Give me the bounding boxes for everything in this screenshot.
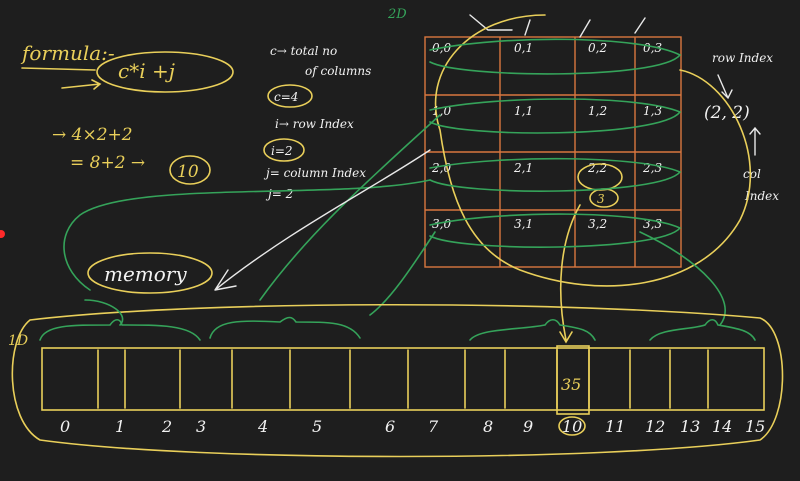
memory-index: 7 [428,417,439,436]
cursor-dot [0,230,5,238]
grid-cell-3-2: 3,2 [588,217,607,231]
memory-loop [11,303,784,458]
brace-row-3 [649,318,756,341]
grid-cell-3-0: 3,0 [432,217,451,231]
memory-index: 15 [745,417,765,436]
i-description: i→ row Index [275,117,354,131]
row-3-loop [429,213,682,248]
row-0-loop [429,38,682,75]
row-index-arrow [717,74,733,100]
memory-index: 2 [161,417,172,436]
memory-index: 6 [385,417,395,436]
row-1-loop [429,98,682,134]
cell-to-memory-arrow [559,204,581,344]
grid-2d [424,36,682,268]
memory-label: memory [104,262,187,286]
memory-index: 3 [196,417,206,436]
row-3-arrow [369,231,436,316]
memory-cell-highlight [556,345,590,415]
grid-cell-2-2: 2,2 [587,161,607,175]
calc-line-1: → 4×2+2 [52,125,133,145]
grid-loop [434,14,752,287]
calc-result: 10 [177,162,199,182]
brace-row-0 [39,318,201,341]
i-value: i=2 [271,144,293,158]
memory-index: 1 [115,417,125,436]
memory-index: 9 [523,417,533,436]
label-2d: 2D [387,7,407,22]
row-index-label: row Index [712,51,773,65]
formula-circle [96,51,234,93]
grid-cell-3-1: 3,1 [514,217,533,231]
c-value: c=4 [274,90,298,104]
brace-row-1 [209,316,361,339]
memory-index: 12 [645,417,665,436]
c-description: c→ total no [270,44,337,58]
stored-value: 35 [561,375,581,394]
memory-index: 10 [562,417,582,436]
formula-title: formula:- [20,41,115,65]
memory-index: 13 [680,417,700,436]
grid-top-marks [469,14,646,38]
label-1d: 1D [8,333,28,349]
grid-cell-1-1: 1,1 [514,104,533,118]
memory-link [84,299,124,326]
j-description: j= column Index [263,166,366,180]
grid-cell-0-3: 0,3 [643,41,662,55]
j-value: j= 2 [265,187,293,201]
memory-array [41,347,765,411]
formula-arrow [61,79,102,90]
cell-highlight-value: 3 [597,192,605,206]
memory-index: 4 [257,417,268,436]
col-index-label-2: Index [744,189,779,203]
memory-circle [87,252,213,294]
memory-index: 0 [60,417,70,436]
formula-underline [21,67,96,71]
row-2-arrow [63,179,431,291]
calc-result-circle [169,155,211,185]
memory-index: 5 [312,417,322,436]
grid-cell-0-1: 0,1 [514,41,533,55]
col-index-arrow [749,126,761,156]
grid-cell-0-2: 0,2 [588,41,607,55]
col-index-label: col [743,167,761,181]
row-1-arrow [259,114,441,301]
memory-index: 11 [605,417,625,436]
memory-arrow [214,149,431,291]
i-value-circle [263,138,305,162]
grid-cell-1-2: 1,2 [588,104,607,118]
grid-cell-2-1: 2,1 [513,161,533,175]
memory-index: 14 [712,417,732,436]
index-10-circle [558,416,586,436]
c-value-circle [267,84,313,108]
brace-row-2 [469,318,596,341]
calc-line-2: = 8+2 → [70,153,145,173]
grid-cell-1-3: 1,3 [643,104,662,118]
row-2-loop [429,157,682,192]
c-description-2: of columns [305,64,371,78]
formula-expression: c*i +j [118,59,175,83]
memory-index: 8 [483,417,493,436]
index-pair: (2, 2) [704,103,750,123]
